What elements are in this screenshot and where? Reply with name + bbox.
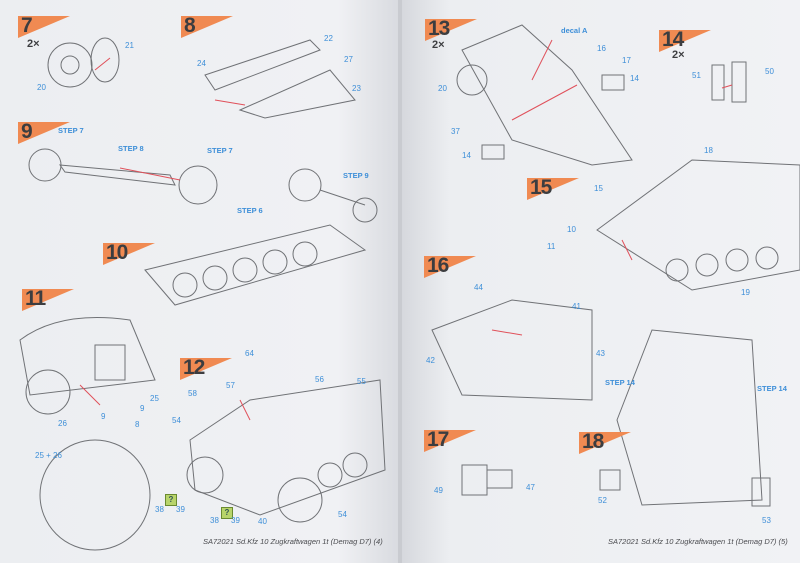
step-number: 7 bbox=[21, 14, 33, 37]
step-12-badge: 12 bbox=[180, 356, 232, 384]
step-number: 14 bbox=[662, 28, 684, 51]
step-ref: STEP 14 bbox=[757, 384, 787, 393]
footer-title: SA72021 Sd.Kfz 10 Zugkraftwagen 1t (Dema… bbox=[608, 537, 777, 546]
step-ref: STEP 8 bbox=[118, 144, 144, 153]
part-label: 21 bbox=[125, 41, 134, 50]
part-label: 25 + 26 bbox=[35, 451, 62, 460]
step-ref: STEP 14 bbox=[605, 378, 635, 387]
page-number: 5 bbox=[781, 537, 786, 546]
part-label: 49 bbox=[434, 486, 443, 495]
part-label: 64 bbox=[245, 349, 254, 358]
left-page: 7 2× 21 20 8 22 24 27 23 9 STEP 7 STEP 8… bbox=[0, 0, 398, 563]
part-label: 26 bbox=[58, 419, 67, 428]
step-number: 18 bbox=[582, 430, 604, 453]
part-label: 41 bbox=[572, 302, 581, 311]
part-label: 54 bbox=[172, 416, 181, 425]
footer-title: SA72021 Sd.Kfz 10 Zugkraftwagen 1t (Dema… bbox=[203, 537, 372, 546]
step-number: 17 bbox=[427, 428, 449, 451]
part-label: 25 bbox=[150, 394, 159, 403]
step-9-badge: 9 bbox=[18, 120, 70, 148]
part-label: 37 bbox=[451, 127, 460, 136]
part-label: 18 bbox=[704, 146, 713, 155]
decal-label: decal A bbox=[561, 26, 588, 35]
part-label: 52 bbox=[598, 496, 607, 505]
step-11-badge: 11 bbox=[22, 287, 74, 315]
help-icon: ? bbox=[165, 494, 177, 506]
part-label: 56 bbox=[315, 375, 324, 384]
part-label: 39 bbox=[231, 516, 240, 525]
step-number: 12 bbox=[183, 356, 205, 379]
part-label: 15 bbox=[594, 184, 603, 193]
step-number: 8 bbox=[184, 14, 196, 37]
step-ref: STEP 7 bbox=[207, 146, 233, 155]
part-label: 14 bbox=[630, 74, 639, 83]
multiplier: 2× bbox=[432, 39, 445, 51]
assembly-drawings-right bbox=[431, 24, 800, 507]
part-label: 54 bbox=[338, 510, 347, 519]
step-15-badge: 15 bbox=[527, 176, 579, 204]
part-label: 42 bbox=[426, 356, 435, 365]
part-label: 58 bbox=[188, 389, 197, 398]
right-page: 13 2× decal A 16 17 14 20 37 14 14 2× 51… bbox=[402, 0, 800, 563]
part-label: 43 bbox=[596, 349, 605, 358]
page-footer: SA72021 Sd.Kfz 10 Zugkraftwagen 1t (Dema… bbox=[608, 537, 788, 546]
part-label: 24 bbox=[197, 59, 206, 68]
step-ref: STEP 6 bbox=[237, 206, 263, 215]
step-number: 16 bbox=[427, 254, 449, 277]
step-17-badge: 17 bbox=[424, 428, 476, 456]
part-label: 20 bbox=[37, 83, 46, 92]
part-label: 38 bbox=[210, 516, 219, 525]
step-number: 11 bbox=[25, 287, 46, 310]
step-13-badge: 13 bbox=[425, 17, 477, 45]
part-label: 38 bbox=[155, 505, 164, 514]
part-label: 27 bbox=[344, 55, 353, 64]
step-ref: STEP 9 bbox=[343, 171, 369, 180]
step-16-badge: 16 bbox=[424, 254, 476, 282]
step-7-badge: 7 bbox=[18, 14, 70, 42]
part-label: 44 bbox=[474, 283, 483, 292]
part-label: 40 bbox=[258, 517, 267, 526]
step-8-badge: 8 bbox=[181, 14, 233, 42]
step-number: 15 bbox=[530, 176, 552, 199]
part-label: 53 bbox=[762, 516, 771, 525]
step-number: 9 bbox=[21, 120, 33, 143]
part-label: 11 bbox=[547, 242, 556, 251]
part-label: 14 bbox=[462, 151, 471, 160]
step-14-badge: 14 bbox=[659, 28, 711, 56]
part-label: 9 bbox=[101, 412, 106, 421]
part-label: 55 bbox=[357, 377, 366, 386]
part-label: 19 bbox=[741, 288, 750, 297]
part-label: 22 bbox=[324, 34, 333, 43]
part-label: 17 bbox=[622, 56, 631, 65]
part-label: 47 bbox=[526, 483, 535, 492]
part-label: 20 bbox=[438, 84, 447, 93]
step-number: 10 bbox=[106, 241, 128, 264]
multiplier: 2× bbox=[672, 49, 685, 61]
step-number: 13 bbox=[428, 17, 450, 40]
step-10-badge: 10 bbox=[103, 241, 155, 269]
step-18-badge: 18 bbox=[579, 430, 631, 458]
part-label: 57 bbox=[226, 381, 235, 390]
page-number: 4 bbox=[376, 537, 381, 546]
part-label: 9 bbox=[140, 404, 145, 413]
part-label: 50 bbox=[765, 67, 774, 76]
help-icon: ? bbox=[221, 507, 233, 519]
multiplier: 2× bbox=[27, 38, 40, 50]
part-label: 39 bbox=[176, 505, 185, 514]
part-label: 10 bbox=[567, 225, 576, 234]
part-label: 16 bbox=[597, 44, 606, 53]
assembly-drawings-left bbox=[19, 37, 386, 551]
step-ref: STEP 7 bbox=[58, 126, 84, 135]
part-label: 8 bbox=[135, 420, 140, 429]
page-footer: SA72021 Sd.Kfz 10 Zugkraftwagen 1t (Dema… bbox=[203, 537, 383, 546]
part-label: 23 bbox=[352, 84, 361, 93]
part-label: 51 bbox=[692, 71, 701, 80]
